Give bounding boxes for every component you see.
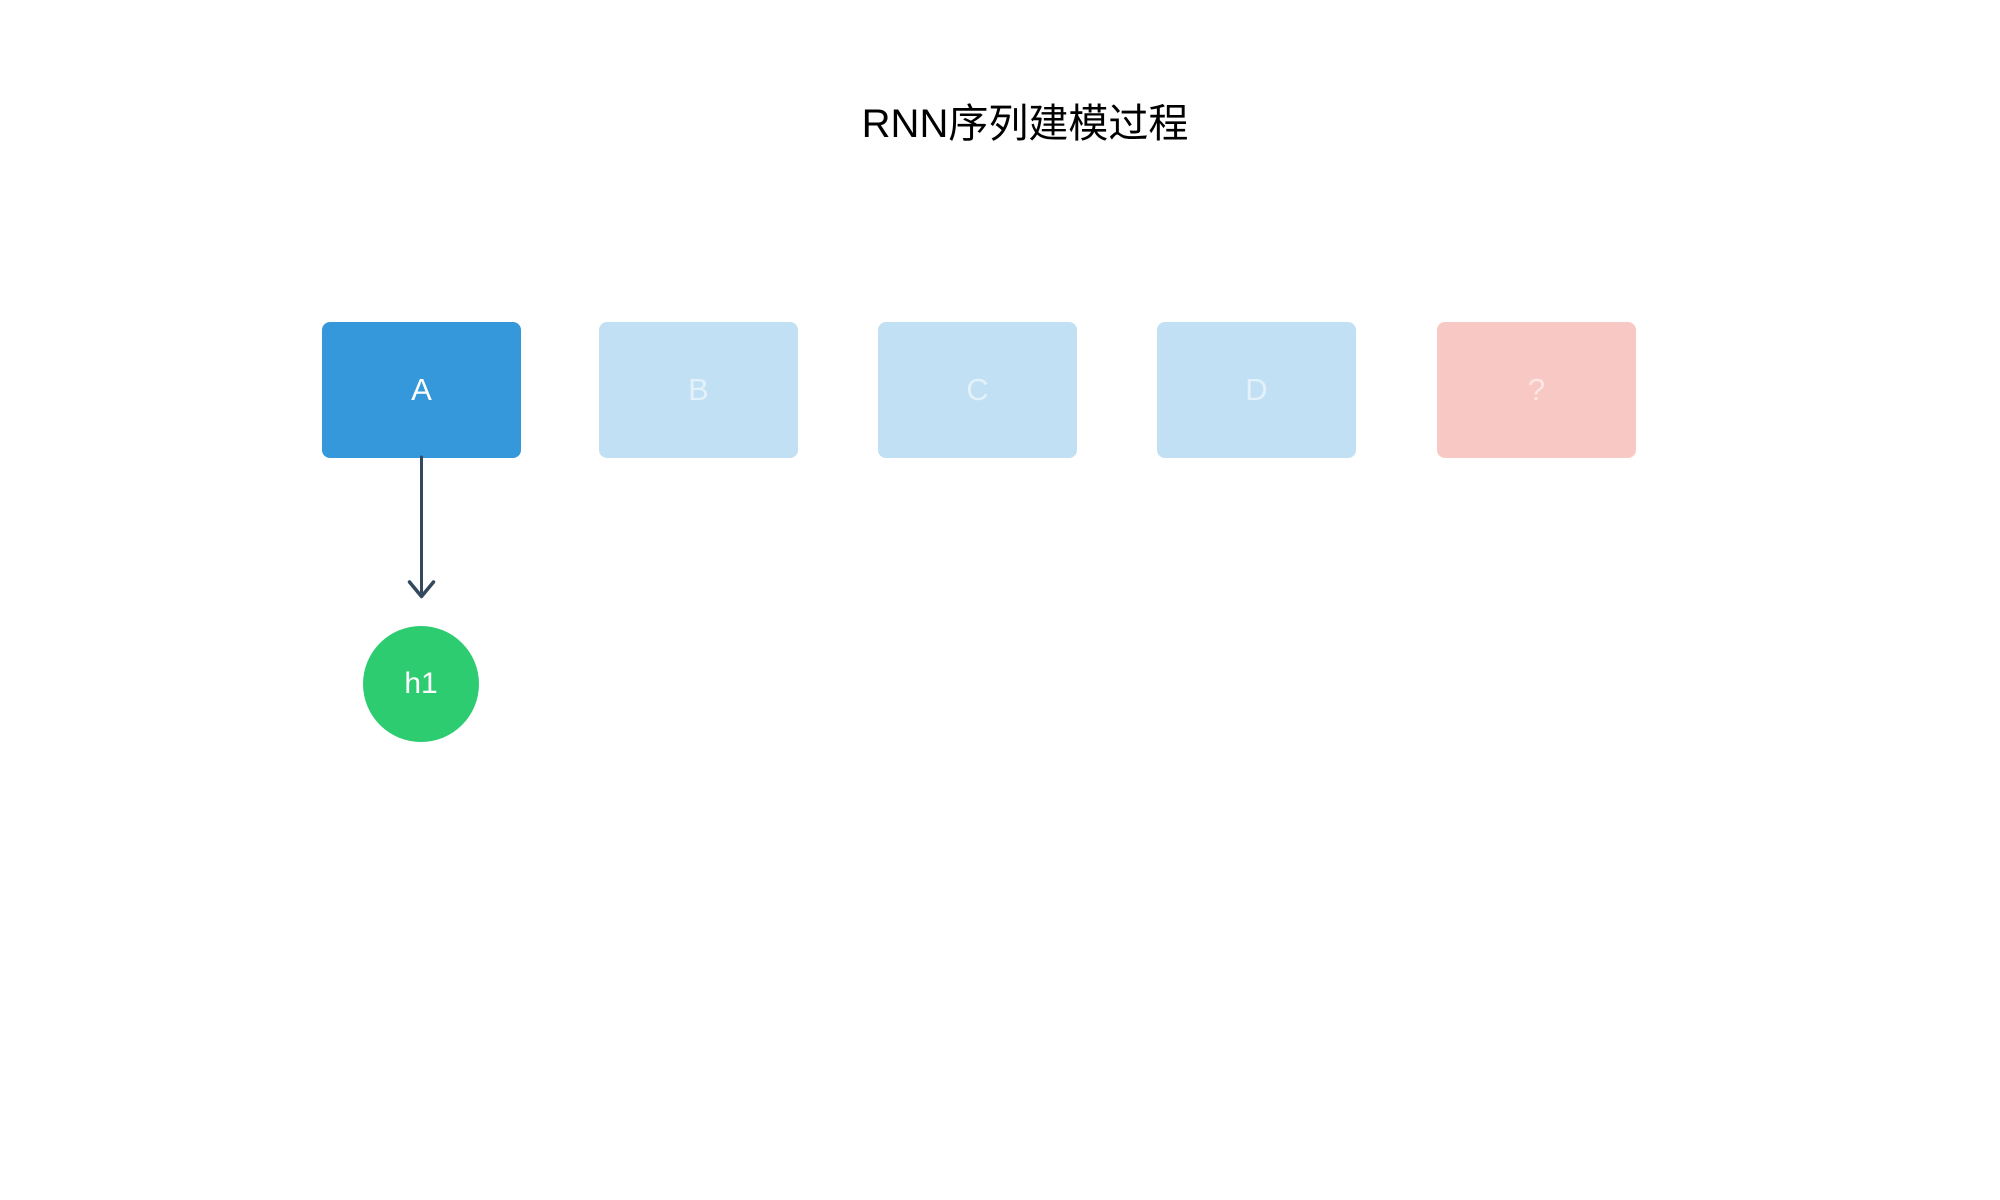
diagram-title: RNN序列建模过程 xyxy=(861,102,1189,146)
hidden-state-h1-label: h1 xyxy=(404,667,438,700)
sequence-box-c-label: C xyxy=(966,372,989,407)
sequence-box-a: A xyxy=(322,322,521,458)
sequence-box-d-label: D xyxy=(1245,372,1268,407)
sequence-box-c: C xyxy=(878,322,1077,458)
sequence-box-b: B xyxy=(599,322,798,458)
sequence-box-question-label: ? xyxy=(1527,372,1546,407)
sequence-box-d: D xyxy=(1157,322,1356,458)
sequence-box-b-label: B xyxy=(688,372,709,407)
sequence-box-a-label: A xyxy=(411,372,432,407)
hidden-state-h1: h1 xyxy=(363,626,479,742)
arrowhead-icon xyxy=(407,580,436,599)
sequence-box-question: ? xyxy=(1437,322,1636,458)
